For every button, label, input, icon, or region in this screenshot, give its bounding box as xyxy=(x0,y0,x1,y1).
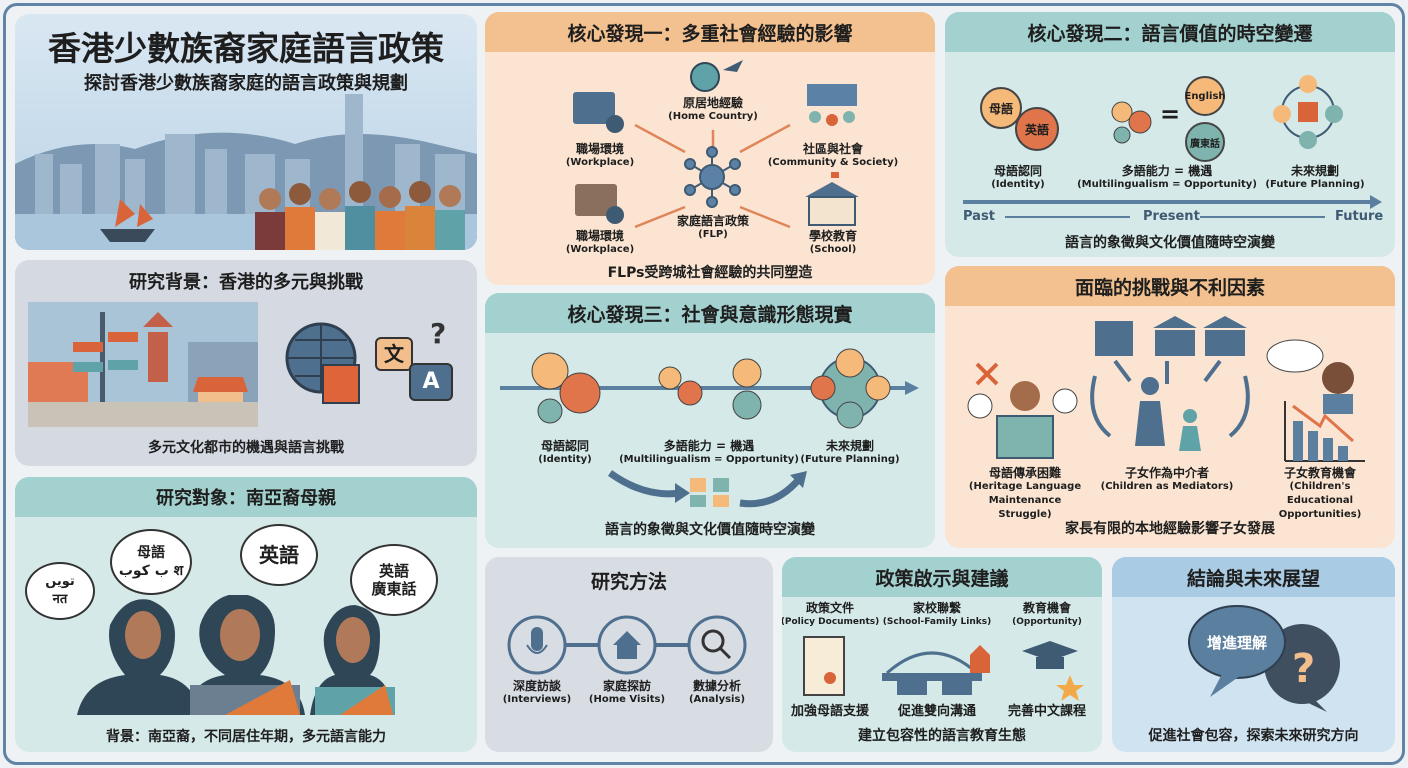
node-workplace-2: 職場環境(Workplace) xyxy=(565,229,635,255)
panel-caption: 多元文化都市的機遇與語言挑戰 xyxy=(148,440,344,456)
panel-caption: 家長有限的本地經驗影響子女發展 xyxy=(1065,521,1275,537)
globe-plane-icon xyxy=(690,60,743,92)
question-mark-icon: ? xyxy=(430,317,447,350)
panel-heading: 核心發現三：社會與意識形態現實 xyxy=(485,293,935,333)
node-community: 社區與社會(Community & Society) xyxy=(767,142,899,168)
finding-three-illustration xyxy=(500,348,919,508)
policy-action: 完善中文課程 xyxy=(1007,704,1087,719)
cantonese-bubble: 廣東話 xyxy=(1185,122,1225,162)
briefcase-gear-icon xyxy=(573,92,624,133)
policy-panel: 政策啟示與建議 政策文件(Policy Documents) 家校聯繫(Scho… xyxy=(782,557,1102,752)
speech-bubble: 英語 xyxy=(240,524,318,586)
item-identity: 母語認同(Identity) xyxy=(991,164,1045,190)
timeline-arrow xyxy=(963,195,1382,218)
speech-bubble: 母語 ب کوب श xyxy=(110,529,192,595)
item-future-planning: 未來規劃(Future Planning) xyxy=(800,439,900,465)
policy-action: 促進雙向溝通 xyxy=(897,704,977,719)
speech-bubble: 英語 廣東話 xyxy=(350,544,438,616)
panel-heading: 研究背景：香港的多元與挑戰 xyxy=(129,272,363,293)
node-home-country: 原居地經驗(Home Country) xyxy=(668,96,758,122)
conclusion-bubble-text: 增進理解 xyxy=(1206,634,1267,652)
panel-caption: FLPs受跨城社會經驗的共同塑造 xyxy=(607,265,813,281)
panel-heading: 面臨的挑戰與不利因素 xyxy=(945,266,1395,306)
node-school: 學校教育(School) xyxy=(808,229,858,255)
speech-bubbles-icon: ? xyxy=(1188,605,1340,712)
policy-icons xyxy=(803,636,1084,701)
magnifier-chart-icon xyxy=(701,629,732,660)
chinese-character-bubble: 文 xyxy=(375,337,413,371)
equals-sign: = xyxy=(1160,100,1181,128)
small-bubbles-icon xyxy=(1111,101,1152,144)
method-home-visits: 家庭探訪(Home Visits) xyxy=(588,679,666,705)
briefcase-gear-icon xyxy=(575,184,624,224)
finding-two-panel: 核心發現二：語言價值的時空變遷 母語 英語 English = 廣東話 母語認同… xyxy=(945,12,1395,257)
poster-frame xyxy=(3,3,1405,765)
method-analysis: 數據分析(Analysis) xyxy=(688,679,746,705)
english-zh-bubble: 英語 xyxy=(1015,107,1059,151)
page-subtitle: 探討香港少數族裔家庭的語言政策與規劃 xyxy=(84,73,408,94)
opportunity-label: 教育機會(Opportunity) xyxy=(1012,601,1082,627)
panel-heading: 核心發現二：語言價值的時空變遷 xyxy=(945,12,1395,52)
flp-network-diagram xyxy=(573,60,859,229)
finding-three-panel: 核心發現三：社會與意識形態現實 母語認同(Identity) 多語能力 = 機遇… xyxy=(485,293,935,548)
panel-caption: 語言的象徵與文化價值隨時空演變 xyxy=(1065,235,1275,251)
item-identity: 母語認同(Identity) xyxy=(538,439,592,465)
timeline-future: Future xyxy=(1335,209,1384,224)
item-multilingualism: 多語能力 = 機遇(Multilingualism = Opportunity) xyxy=(619,439,799,465)
finding-one-panel: 核心發現一：多重社會經驗的影響 原居地經驗(Home Country) 職場環境… xyxy=(485,12,935,285)
challenge-children-mediators: 子女作為中介者(Children as Mediators) xyxy=(1100,466,1234,492)
challenge-heritage-language: 母語傳承困難(Heritage Language Maintenance Str… xyxy=(968,466,1082,520)
conclusion-panel: 結論與未來展望 ? 增進理解 促進社會包容，探索未來研究方向 xyxy=(1112,557,1395,752)
bridge-icon xyxy=(882,645,990,695)
community-icon xyxy=(807,84,857,126)
panel-heading: 研究方法 xyxy=(590,570,667,593)
future-cycle-icon xyxy=(1273,75,1343,149)
panel-caption: 建立包容性的語言教育生態 xyxy=(858,728,1026,744)
item-future-planning: 未來規劃(Future Planning) xyxy=(1265,164,1365,190)
school-family-links-label: 家校聯繫(School-Family Links) xyxy=(882,601,992,627)
challenges-illustration xyxy=(967,316,1365,462)
graduation-cap-icon xyxy=(1022,641,1084,701)
multicultural-street-illustration xyxy=(28,302,258,427)
challenges-panel: 面臨的挑戰與不利因素 母語傳承困難(Heritage Language Main… xyxy=(945,266,1395,548)
panel-heading: 研究對象：南亞裔母親 xyxy=(15,477,477,517)
speech-bubble: تویں नत xyxy=(25,562,95,620)
latin-letter-bubble: A xyxy=(409,363,453,401)
research-background-panel: 研究背景：香港的多元與挑戰 文 A ? 多元文化都市的機遇與語言挑戰 xyxy=(15,260,477,466)
challenge-educational-opportunities: 子女教育機會(Children's Educational Opportunit… xyxy=(1278,466,1362,520)
item-multilingualism: 多語能力 = 機遇(Multilingualism = Opportunity) xyxy=(1077,164,1257,190)
panel-heading: 結論與未來展望 xyxy=(1112,557,1395,597)
node-workplace: 職場環境(Workplace) xyxy=(565,142,635,168)
research-subjects-panel: 研究對象：南亞裔母親 تویں नत 母語 ب کوب श 英語 英語 廣東話 … xyxy=(15,477,477,752)
panel-caption: 語言的象徵與文化價值隨時空演變 xyxy=(605,522,815,538)
timeline-present: Present xyxy=(1143,209,1200,224)
microphone-icon xyxy=(526,627,548,654)
globe-puzzle-icon xyxy=(285,322,360,404)
english-bubble: English xyxy=(1184,76,1226,116)
policy-action: 加強母語支援 xyxy=(790,704,870,719)
people-group-illustration xyxy=(255,181,465,250)
methods-panel: 研究方法 深度訪談(Interviews) 家庭探訪(Home Visits) … xyxy=(485,557,773,752)
page-title: 香港少數族裔家庭語言政策 xyxy=(48,29,444,68)
panel-heading: 政策啟示與建議 xyxy=(782,557,1102,597)
question-mark-icon: ? xyxy=(1292,646,1315,692)
south-asian-mothers-illustration xyxy=(77,595,395,715)
method-interviews: 深度訪談(Interviews) xyxy=(502,679,572,705)
mother-tongue-bubble: 母語 xyxy=(980,87,1022,129)
title-panel: 香港少數族裔家庭語言政策 探討香港少數族裔家庭的語言政策與規劃 xyxy=(15,14,477,250)
node-flp-center: 家庭語言政策(FLP) xyxy=(676,214,750,240)
school-icon xyxy=(805,172,859,226)
house-icon xyxy=(613,631,641,659)
methods-icons xyxy=(507,615,747,675)
policy-documents-label: 政策文件(Policy Documents) xyxy=(782,601,880,627)
timeline-past: Past xyxy=(963,209,995,224)
hong-kong-skyline-illustration xyxy=(15,94,477,250)
translate-icon: 文 A ? xyxy=(375,317,465,415)
panel-caption: 促進社會包容，探索未來研究方向 xyxy=(1148,728,1359,744)
panel-heading: 核心發現一：多重社會經驗的影響 xyxy=(485,12,935,52)
panel-caption: 背景：南亞裔，不同居住年期，多元語言能力 xyxy=(106,729,386,745)
scroll-document-icon xyxy=(803,636,845,696)
